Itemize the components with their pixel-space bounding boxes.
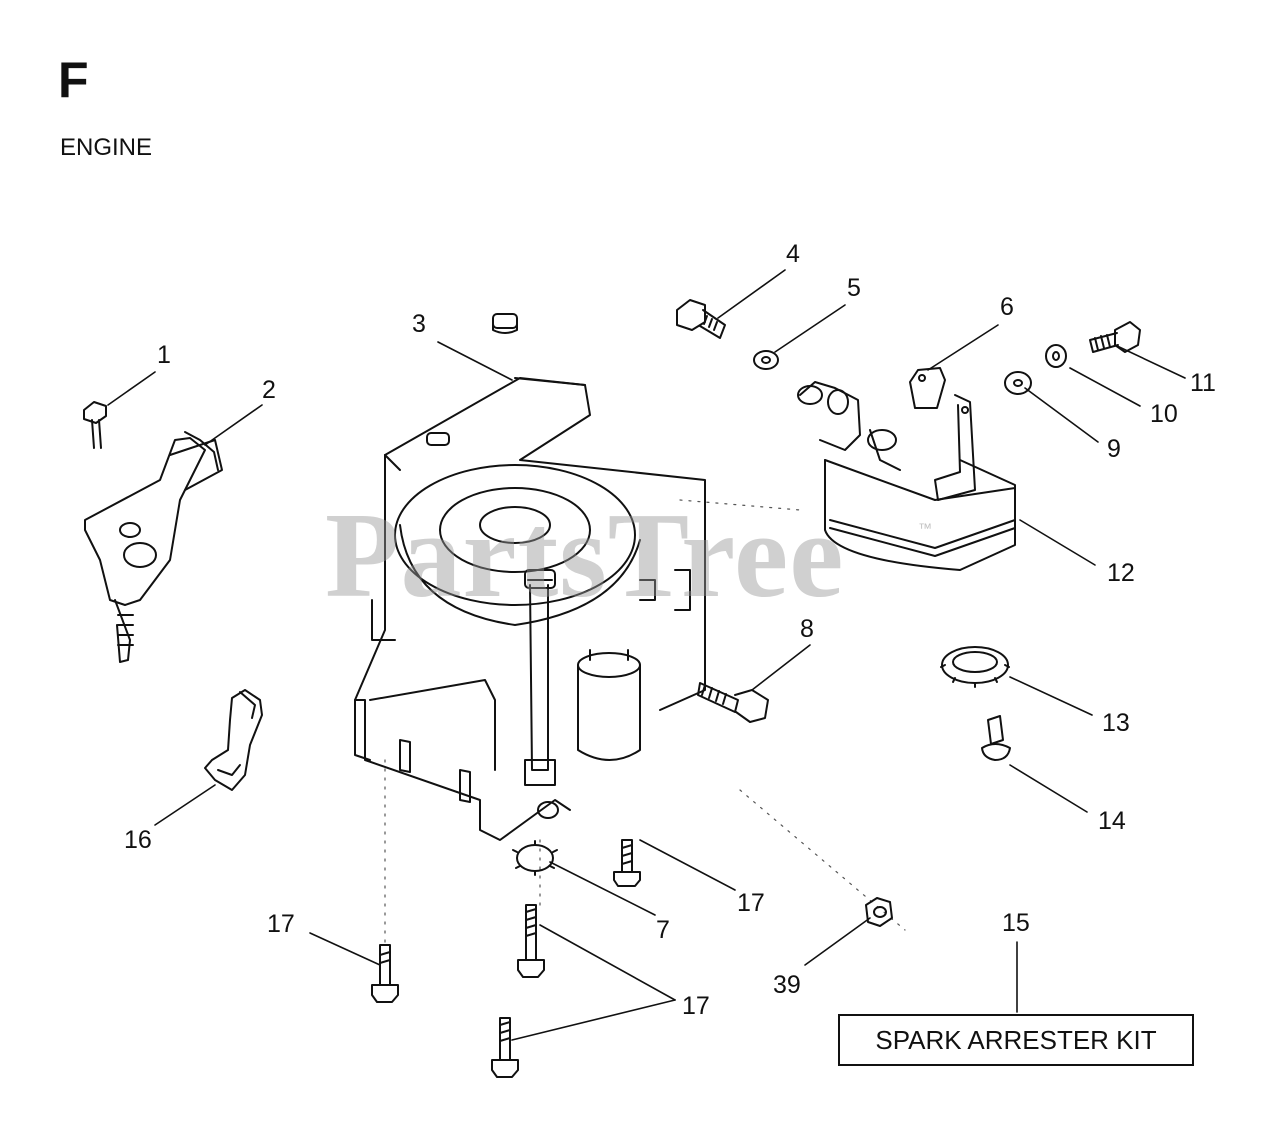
callout-5: 5 bbox=[847, 274, 861, 302]
callout-14: 14 bbox=[1098, 807, 1126, 835]
callout-13: 13 bbox=[1102, 709, 1130, 737]
callout-2: 2 bbox=[262, 376, 276, 404]
part-1-screw bbox=[83, 401, 107, 449]
callout-39: 39 bbox=[773, 971, 801, 999]
part-9-washer bbox=[1004, 371, 1032, 395]
callout-4: 4 bbox=[786, 240, 800, 268]
callout-7: 7 bbox=[656, 916, 670, 944]
watermark-trademark: ™ bbox=[918, 520, 932, 536]
callout-16: 16 bbox=[124, 826, 152, 854]
section-title: ENGINE bbox=[60, 134, 153, 161]
part-16-bracket bbox=[204, 689, 263, 791]
part-2-control-bracket bbox=[84, 431, 223, 663]
part-17-bolt-a bbox=[613, 839, 641, 887]
part-12-muffler bbox=[797, 381, 1016, 571]
callout-17-b: 17 bbox=[267, 910, 295, 938]
watermark: PartsTree bbox=[325, 488, 845, 623]
part-39-nut bbox=[865, 897, 893, 927]
part-17-bolt-c bbox=[517, 904, 545, 978]
part-8-bolt bbox=[697, 682, 769, 723]
callout-17-a: 17 bbox=[737, 889, 765, 917]
callout-10: 10 bbox=[1150, 400, 1178, 428]
callout-12: 12 bbox=[1107, 559, 1135, 587]
part-11-bolt bbox=[1089, 321, 1141, 353]
part-17-bolt-b bbox=[371, 944, 399, 1003]
callout-6: 6 bbox=[1000, 293, 1014, 321]
callout-1: 1 bbox=[157, 341, 171, 369]
callout-17-c: 17 bbox=[682, 992, 710, 1020]
callout-8: 8 bbox=[800, 615, 814, 643]
leader-lines bbox=[107, 269, 1186, 1041]
part-17-bolt-d bbox=[491, 1017, 519, 1078]
part-7-lock-washer bbox=[512, 840, 558, 876]
callout-9: 9 bbox=[1107, 435, 1121, 463]
part-13-lock-washer bbox=[940, 646, 1010, 688]
part-14-screw bbox=[981, 715, 1011, 761]
callout-3: 3 bbox=[412, 310, 426, 338]
part-3-engine bbox=[354, 313, 706, 841]
callout-11: 11 bbox=[1190, 369, 1216, 397]
part-6-gasket bbox=[909, 367, 946, 409]
part-4-bolt bbox=[676, 299, 726, 339]
part-10-washer bbox=[1045, 344, 1067, 368]
section-letter: F bbox=[58, 52, 89, 108]
callout-15: 15 bbox=[1002, 909, 1030, 937]
spark-arrester-kit-label: SPARK ARRESTER KIT bbox=[838, 1014, 1194, 1066]
part-5-washer bbox=[753, 350, 779, 370]
